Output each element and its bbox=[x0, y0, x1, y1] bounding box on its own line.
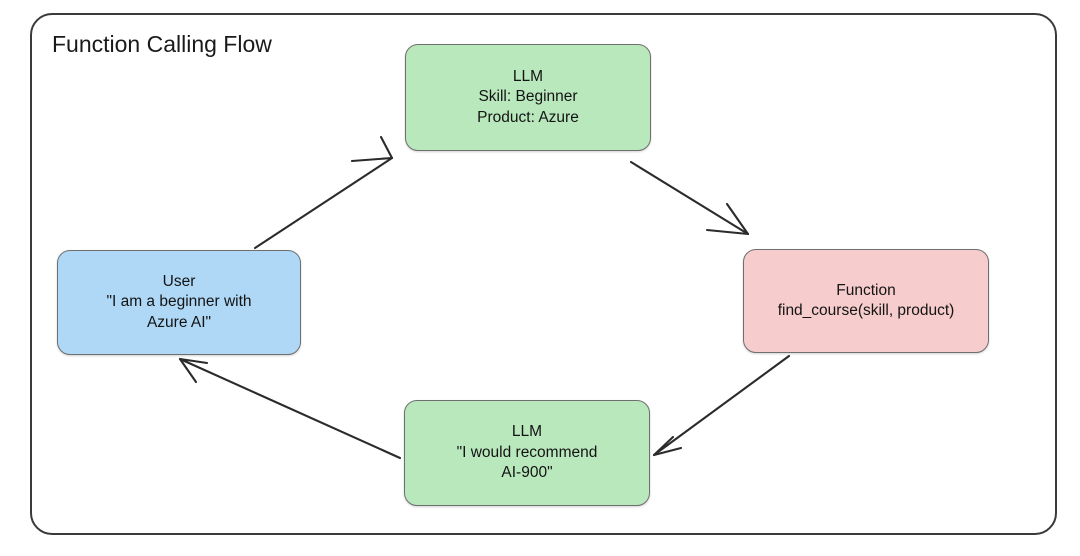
llm-request-line-1: LLM bbox=[512, 67, 544, 85]
diagram-frame bbox=[30, 13, 1057, 535]
function-node[interactable]: Function find_course(skill, product) bbox=[743, 249, 989, 353]
llm-response-line-3: AI-900" bbox=[501, 464, 553, 482]
llm-response-node[interactable]: LLM "I would recommend AI-900" bbox=[404, 400, 650, 506]
llm-response-line-2: "I would recommend bbox=[456, 443, 598, 461]
user-node[interactable]: User "I am a beginner with Azure AI" bbox=[57, 250, 301, 355]
function-line-2: find_course(skill, product) bbox=[777, 302, 955, 319]
llm-request-line-2: Skill: Beginner bbox=[478, 88, 578, 106]
llm-request-line-3: Product: Azure bbox=[477, 108, 579, 126]
user-line-2: "I am a beginner with bbox=[106, 293, 252, 311]
page-title: Function Calling Flow bbox=[52, 31, 272, 57]
llm-response-line-1: LLM bbox=[511, 423, 543, 441]
function-line-1: Function bbox=[836, 281, 896, 299]
user-line-3: Azure AI" bbox=[146, 313, 212, 331]
user-line-1: User bbox=[162, 272, 196, 290]
llm-request-node[interactable]: LLM Skill: Beginner Product: Azure bbox=[405, 44, 651, 151]
